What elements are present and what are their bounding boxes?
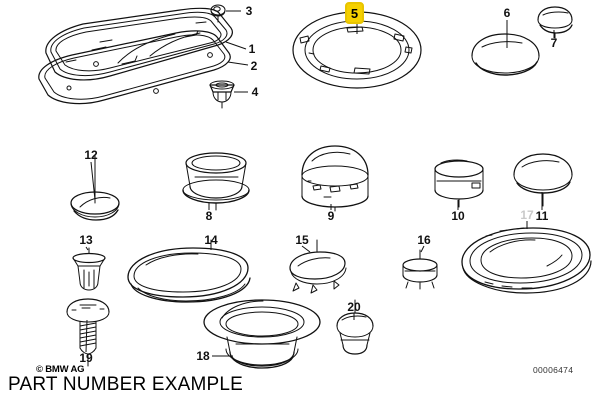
callout-19: 19	[79, 351, 93, 365]
part-shape-20	[336, 299, 374, 355]
part-shape-18	[203, 299, 321, 369]
part-shape-15	[289, 239, 347, 294]
callout-6: 6	[504, 6, 511, 20]
page-title: PART NUMBER EXAMPLE	[8, 374, 244, 395]
callout-18: 18	[196, 349, 210, 363]
callout-labels: 1 2 3 4 6 7 8 9 10 11 12 13 14 15 16 17 …	[79, 4, 557, 365]
callout-10: 10	[451, 209, 465, 223]
callout-9: 9	[328, 209, 335, 223]
callout-13: 13	[79, 233, 93, 247]
callout-1: 1	[249, 42, 256, 56]
copyright-notice: © BMW AG	[36, 364, 85, 375]
leader-lines	[85, 10, 555, 357]
part-shape-8	[182, 152, 250, 211]
callout-2: 2	[251, 59, 258, 73]
part-shape-6	[471, 33, 540, 76]
part-shape-13	[72, 247, 106, 291]
part-shape-9	[301, 145, 369, 212]
callout-11: 11	[536, 209, 549, 223]
part-shape-12	[70, 154, 120, 221]
callout-20: 20	[347, 300, 361, 314]
callout-17: 17	[520, 208, 534, 222]
callout-3: 3	[246, 4, 253, 18]
part-shape-4	[209, 80, 235, 109]
part-shape-7	[537, 6, 573, 39]
callout-14: 14	[204, 233, 218, 247]
part-shape-1	[45, 7, 233, 81]
part-shape-19	[66, 298, 110, 367]
part-shape-14	[127, 239, 251, 303]
callout-12: 12	[84, 148, 98, 162]
callout-16: 16	[417, 233, 431, 247]
part-shape-16	[402, 249, 438, 290]
part-shape-10	[434, 159, 484, 208]
callout-4: 4	[252, 85, 259, 99]
callout-5: 5	[350, 5, 359, 21]
part-shape-3	[210, 4, 226, 23]
diagram-id: 00006474	[533, 365, 574, 375]
part-shape-2	[38, 30, 231, 105]
callout-15: 15	[295, 233, 309, 247]
callout-5-highlight	[345, 2, 364, 24]
callout-7: 7	[551, 36, 558, 50]
part-shape-11	[513, 153, 573, 207]
callout-8: 8	[206, 209, 213, 223]
